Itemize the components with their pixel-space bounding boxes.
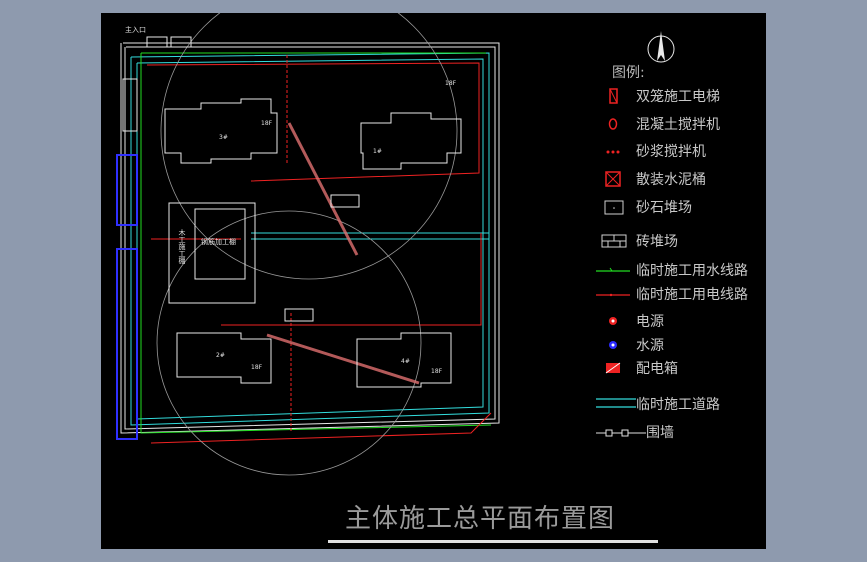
water-source-icon xyxy=(609,341,617,349)
enclosure-wall xyxy=(120,42,500,434)
legend-item-cement-silo: 散装水泥桶 xyxy=(596,169,766,189)
enclosure-wall-icon xyxy=(596,429,646,437)
building-4-floors: 18F xyxy=(431,368,443,375)
main-entrance-gate xyxy=(122,36,192,132)
double-cage-hoist-icon xyxy=(609,88,618,104)
bulk-cement-silo-icon xyxy=(605,171,621,187)
legend-item-hoist: 双笼施工电梯 xyxy=(596,86,766,106)
legend-item-water-line: 临时施工用水线路 xyxy=(596,260,766,280)
power-supply-line xyxy=(146,55,492,444)
legend-item-concrete-mixer: 混凝土搅拌机 xyxy=(596,114,766,134)
building-3-floors: 18F xyxy=(261,120,273,127)
power-source-icon xyxy=(609,317,617,325)
main-entrance-label: 主入口 xyxy=(125,26,146,34)
title-underline xyxy=(328,540,658,543)
water-supply-line xyxy=(140,52,492,434)
wood-shed-label: 木工施工棚 xyxy=(178,229,186,264)
mortar-mixer-icon xyxy=(606,150,620,154)
concrete-mixer-icon xyxy=(608,118,618,130)
sand-gravel-yard-icon xyxy=(604,200,624,215)
legend-title: 图例: xyxy=(612,65,645,81)
legend-item-power-source: 电源 xyxy=(596,311,766,331)
legend-item-temp-road: 临时施工道路 xyxy=(596,394,766,414)
water-line-icon xyxy=(596,267,630,272)
building-1-floors: 18F xyxy=(445,80,457,87)
brick-yard xyxy=(284,194,360,322)
drawing-canvas: 3# 18F 1# 18F 2# 18F 4# 18F 主入口 木工施工棚 钢筋… xyxy=(101,13,766,549)
power-line-icon xyxy=(596,293,630,297)
building-3-label: 3# xyxy=(219,134,228,141)
legend-item-water-source: 水源 xyxy=(596,335,766,355)
legend-item-enclosure-wall: 围墙 xyxy=(596,422,766,442)
legend-item-distribution-box: 配电箱 xyxy=(596,358,766,378)
crane-jib xyxy=(266,122,420,385)
building-4-label: 4# xyxy=(401,358,410,365)
brick-yard-icon xyxy=(601,234,627,248)
drawing-title: 主体施工总平面布置图 xyxy=(345,504,616,534)
crane-radius xyxy=(156,13,458,476)
temp-road-icon xyxy=(596,398,636,408)
legend-item-power-line: 临时施工用电线路 xyxy=(596,284,766,304)
building-2-floors: 18F xyxy=(251,364,263,371)
building-2-label: 2# xyxy=(216,352,225,359)
north-arrow-icon xyxy=(646,27,676,67)
rebar-shed-label: 钢筋加工棚 xyxy=(201,238,236,246)
distribution-box-icon xyxy=(605,362,621,374)
legend-item-brick-yard: 砖堆场 xyxy=(596,231,766,251)
legend-item-mortar-mixer: 砂浆搅拌机 xyxy=(596,141,766,161)
building-1-label: 1# xyxy=(373,148,382,155)
site-plan: 3# 18F 1# 18F 2# 18F 4# 18F xyxy=(116,13,500,476)
legend-item-sand-yard: 砂石堆场 xyxy=(596,197,766,217)
site-offices xyxy=(116,154,138,440)
buildings xyxy=(164,98,462,388)
